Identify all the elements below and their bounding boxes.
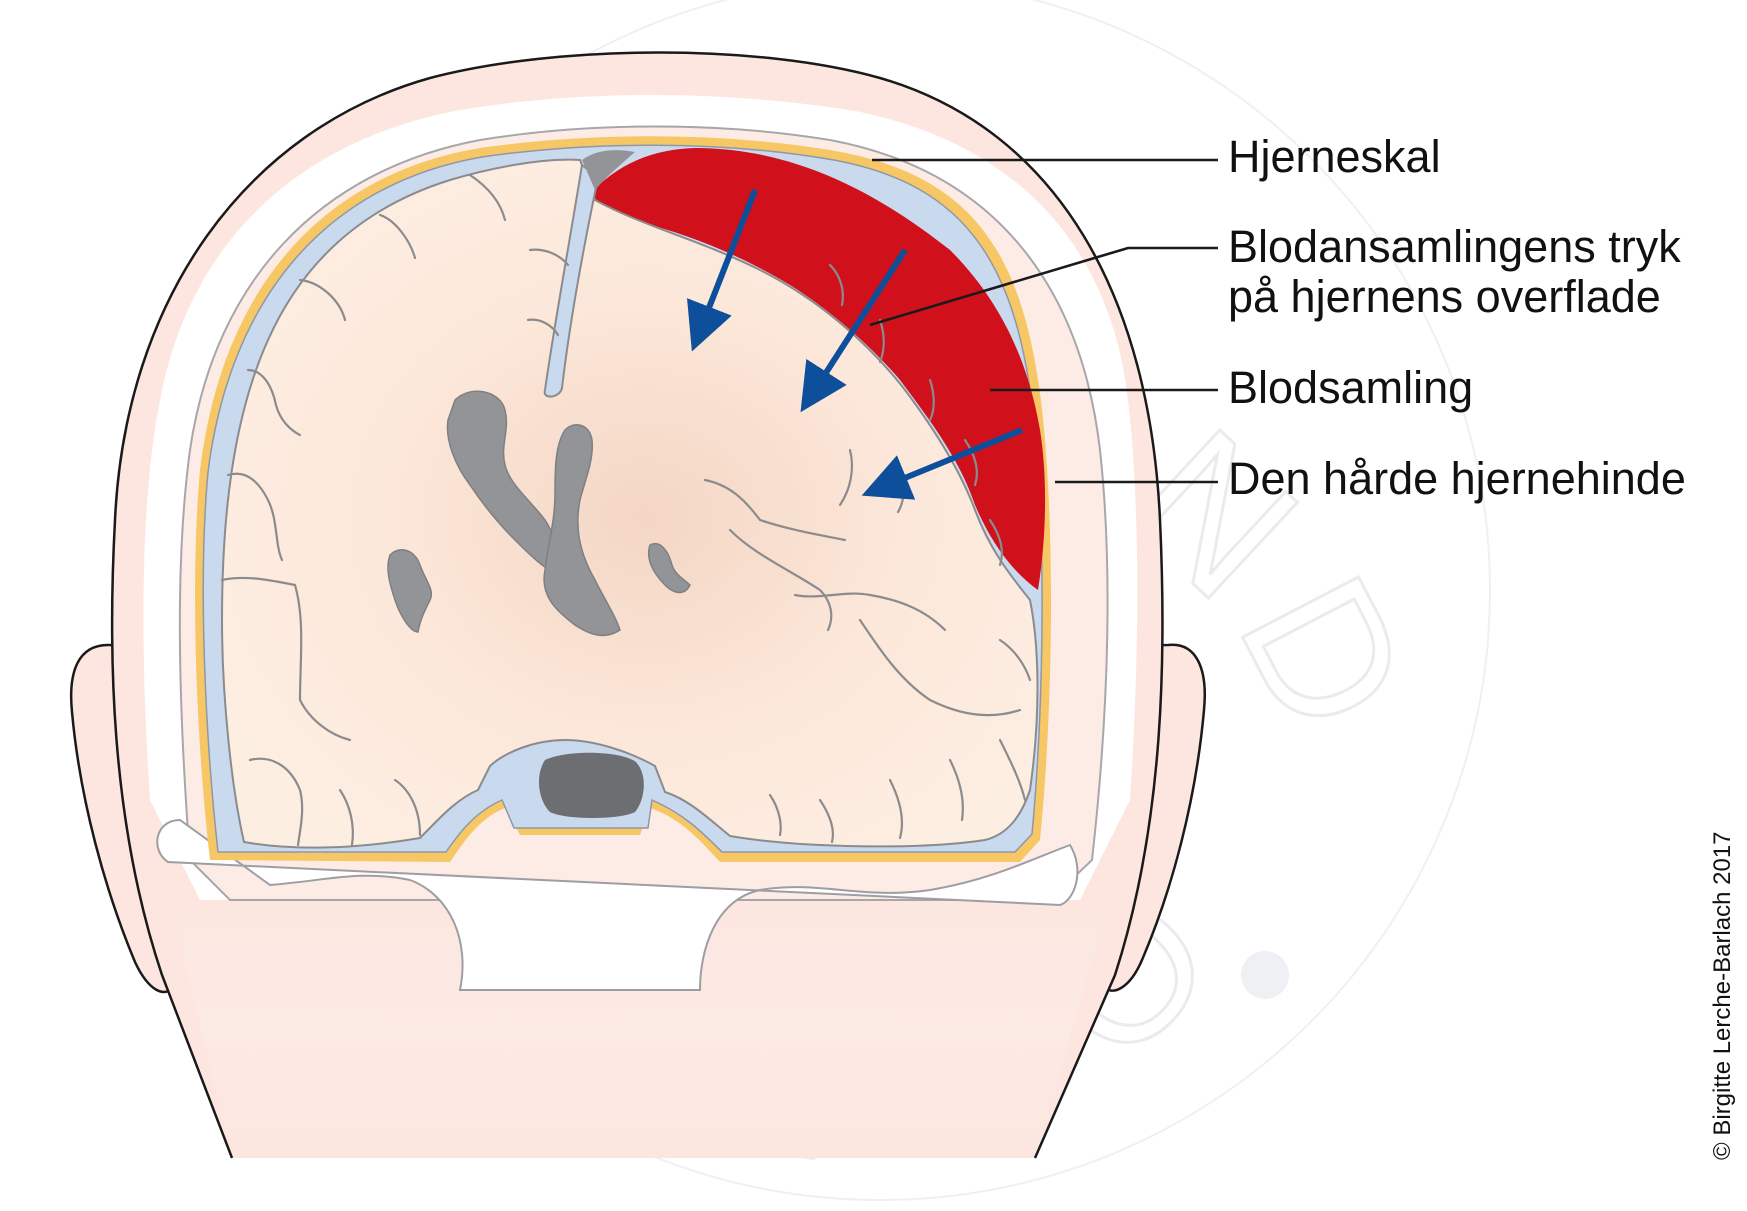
arrow-icon	[800, 248, 908, 413]
label-pressure-line2: på hjernens overflade	[1228, 271, 1661, 322]
dot-icon	[1241, 951, 1289, 999]
copyright-notice: © Birgitte Lerche-Barlach 2017	[1709, 831, 1736, 1160]
longitudinal-fissure	[543, 163, 600, 398]
arrow-icon	[861, 427, 1024, 500]
label-hematoma: Blodsamling	[1228, 362, 1473, 413]
arrow-icon	[687, 188, 758, 352]
brainstem-ventricle	[538, 752, 644, 818]
temporal-horn-left	[387, 549, 432, 633]
pressure-arrows	[687, 188, 1024, 500]
label-dura: Den hårde hjernehinde	[1228, 453, 1686, 504]
labels: Hjerneskal Blodansamlingens tryk på hjer…	[1228, 131, 1686, 504]
leader-pressure	[869, 246, 1218, 327]
hematoma	[588, 148, 1046, 590]
neck-area	[170, 900, 1110, 1158]
superior-sinus	[582, 150, 635, 190]
temporal-horn-right	[648, 543, 691, 594]
label-skull: Hjerneskal	[1228, 131, 1441, 182]
brain	[220, 158, 1039, 849]
ventricles	[387, 390, 691, 818]
label-pressure-line1: Blodansamlingens tryk	[1228, 221, 1681, 272]
right-lateral-ventricle	[543, 424, 621, 637]
skull-base	[156, 818, 1079, 991]
leader-lines	[869, 158, 1218, 484]
